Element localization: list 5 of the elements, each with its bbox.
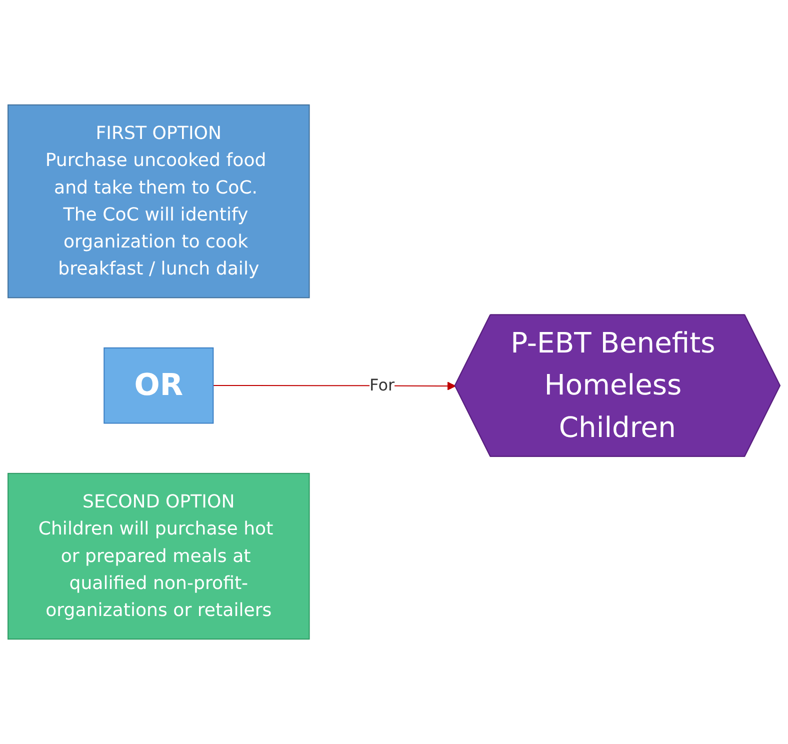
- edge-label: For: [370, 376, 395, 395]
- arrow: [213, 382, 456, 390]
- node-box: OR: [104, 347, 214, 424]
- node-box: FIRST OPTION Purchase uncooked food and take them to CoC. The CoC will identify organization to cook breakfast / lunch daily: [8, 104, 310, 298]
- node-box: SECOND OPTION Children will purchase hot or prepared meals at qualified non-profit-organizations or retailers: [8, 472, 310, 640]
